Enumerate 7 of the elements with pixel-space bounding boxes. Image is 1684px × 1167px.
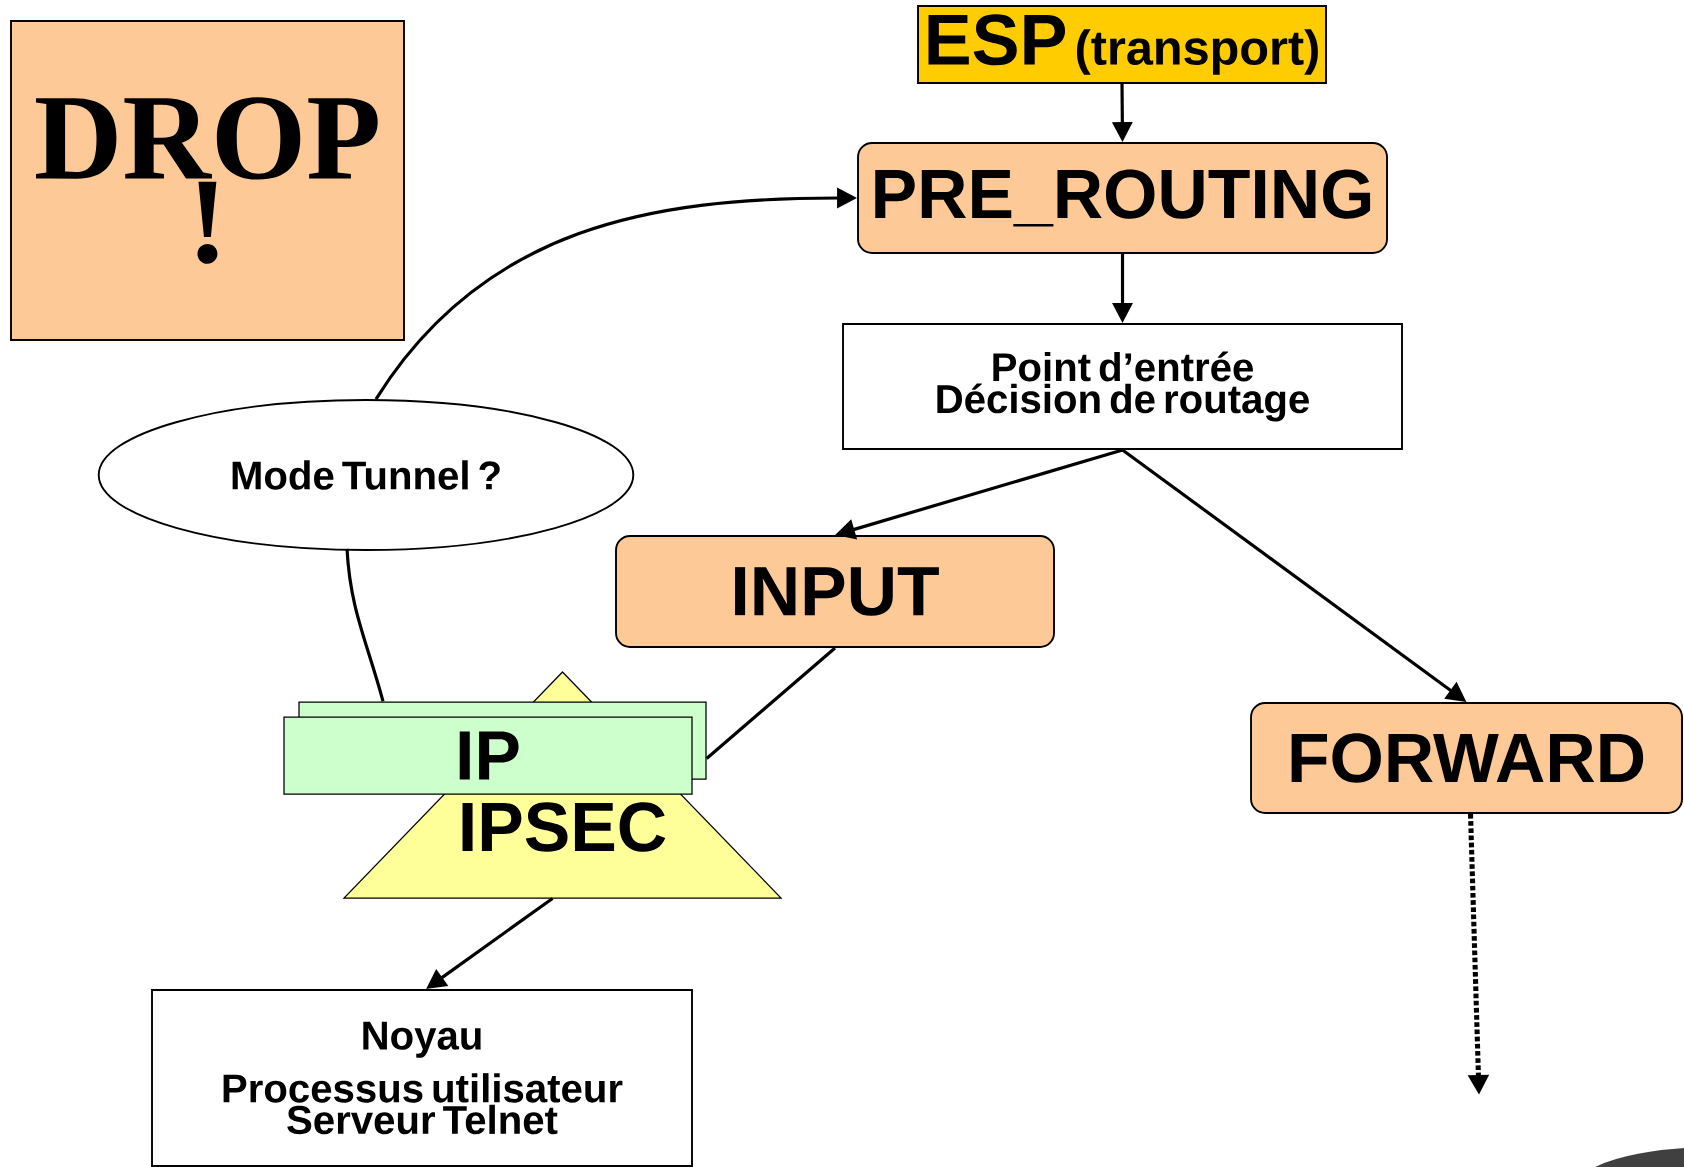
chain-box: INPUT [615, 535, 1055, 648]
chain-box: PRE_ROUTING [857, 142, 1388, 254]
routing-decision-box: Point d’entrée Décision de routage [842, 323, 1403, 450]
drop-box: DROP ! [10, 20, 405, 341]
ip-layer-box: IP [283, 701, 707, 795]
destination-box: Noyau Processus utilisateur Serveur Telnet [151, 989, 693, 1167]
chain-box: FORWARD [1250, 702, 1683, 814]
